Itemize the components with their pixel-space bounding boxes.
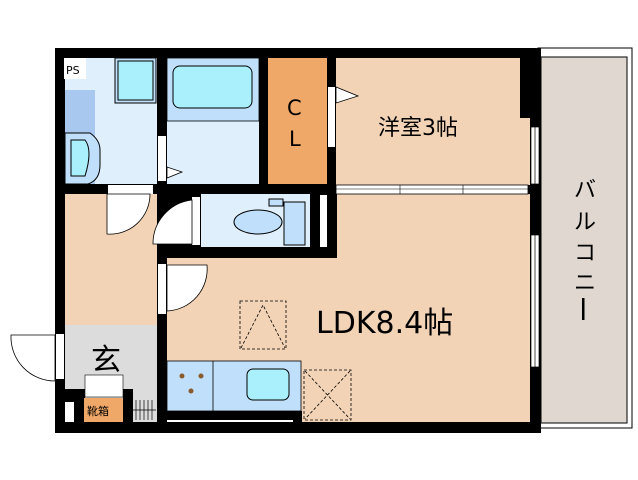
kitchen-sink (246, 368, 290, 401)
wall-block (123, 389, 133, 422)
stove-burners (179, 373, 204, 394)
window-slit (320, 195, 327, 247)
closet (268, 58, 327, 184)
ldk-label: LDK8.4帖 (316, 306, 453, 341)
toilet-icon (233, 209, 283, 235)
balcony-label: バ ル コ ニ (574, 178, 596, 320)
step-lines (133, 400, 156, 420)
svg-text:バ: バ (574, 178, 596, 203)
bathtub (172, 65, 253, 109)
svg-text:ル: ル (574, 210, 596, 235)
door-arrow (335, 86, 360, 104)
shoe-box-label: 靴箱 (87, 404, 109, 418)
western-room-label: 洋室3帖 (378, 116, 458, 141)
counter-wall (167, 411, 302, 422)
closet-door[interactable] (328, 87, 335, 147)
washing-machine-inner (117, 60, 154, 101)
svg-text:コ: コ (574, 241, 596, 266)
door-swings (10, 185, 208, 382)
svg-text:ニ: ニ (574, 271, 596, 296)
counter-edge (167, 420, 293, 422)
toilet-door[interactable] (192, 197, 200, 245)
ps-label: PS (66, 64, 80, 77)
balcony-windows[interactable] (530, 126, 540, 368)
western-room (336, 58, 530, 185)
toilet-tank-lid (268, 198, 284, 207)
washbasin-bowl (70, 139, 90, 177)
balcony (537, 47, 633, 429)
wall-opening (65, 402, 74, 422)
door-arrow (166, 166, 184, 179)
bath-door[interactable] (158, 136, 166, 181)
shoe-box-top (84, 374, 124, 398)
ps-box (64, 58, 86, 79)
closet-label-l: L (289, 127, 301, 151)
entrance-label: 玄 (91, 343, 121, 378)
sliding-door[interactable] (335, 184, 529, 195)
toilet-tank (283, 201, 306, 246)
closet-label-c: C (287, 96, 302, 120)
dashed-fixtures (239, 300, 352, 421)
wall-notch (520, 58, 530, 118)
shoe-box (84, 398, 123, 422)
